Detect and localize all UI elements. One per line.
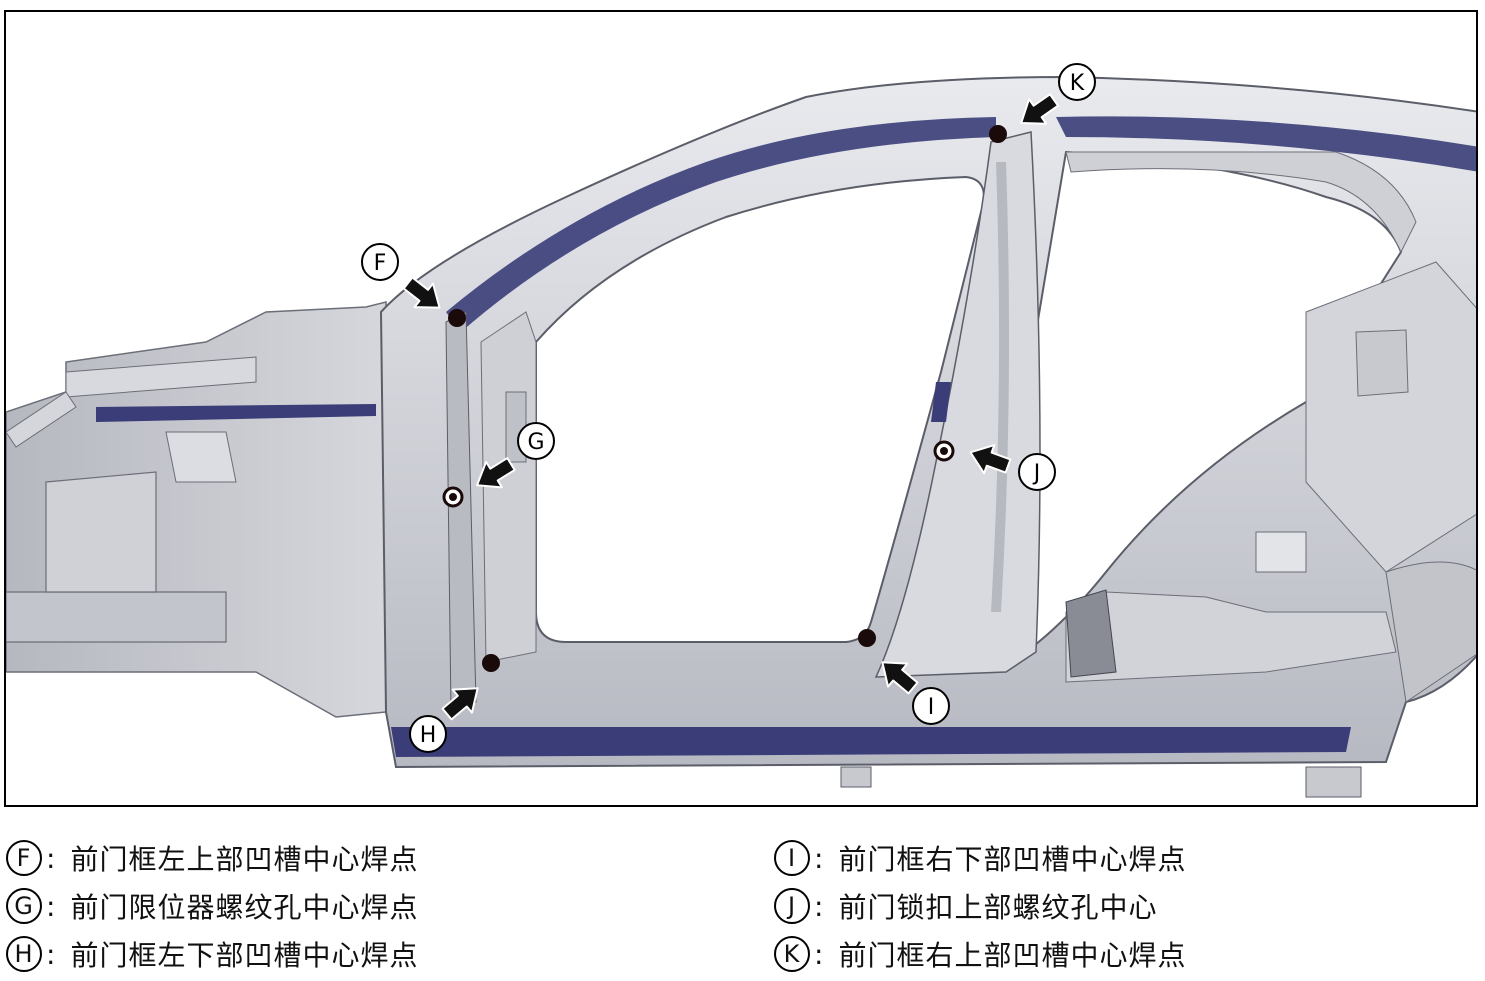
callout-g: G bbox=[517, 422, 555, 460]
arrow-icon bbox=[969, 444, 1012, 475]
legend-badge: F bbox=[6, 840, 42, 876]
weld-point-markers bbox=[442, 125, 1007, 672]
legend-text: 前门框左下部凹槽中心焊点 bbox=[70, 939, 419, 972]
svg-text:K: K bbox=[1070, 71, 1085, 96]
legend-item-i: I : 前门框右下部凹槽中心焊点 bbox=[774, 836, 1186, 880]
legend-badge: I bbox=[774, 840, 810, 876]
callout-f: F bbox=[361, 243, 399, 281]
legend-item-j: J : 前门锁扣上部螺纹孔中心 bbox=[774, 884, 1157, 928]
legend-item-k: K : 前门框右上部凹槽中心焊点 bbox=[774, 932, 1186, 976]
legend-separator: : bbox=[814, 889, 825, 923]
arrow-icon bbox=[441, 687, 479, 721]
weld-point-k bbox=[989, 125, 1007, 143]
weld-point-f bbox=[448, 309, 466, 327]
legend-separator: : bbox=[46, 841, 57, 875]
legend-text: 前门锁扣上部螺纹孔中心 bbox=[838, 891, 1158, 924]
callout-h: H bbox=[409, 715, 447, 753]
callout-i: I bbox=[912, 687, 950, 725]
front-structure bbox=[6, 301, 432, 718]
callout-labels: F G H I J K bbox=[361, 63, 1096, 753]
legend-separator: : bbox=[814, 937, 825, 971]
legend-text: 前门框右下部凹槽中心焊点 bbox=[838, 843, 1187, 876]
rear-inner-structure bbox=[1065, 261, 1476, 703]
svg-text:I: I bbox=[928, 695, 935, 720]
svg-text:H: H bbox=[420, 723, 437, 748]
arrow-icon bbox=[402, 276, 441, 309]
weld-point-g-core bbox=[449, 493, 457, 501]
legend-separator: : bbox=[46, 889, 57, 923]
weld-point-i bbox=[858, 629, 876, 647]
weld-point-h bbox=[482, 654, 500, 672]
legend-badge: K bbox=[774, 936, 810, 972]
arrow-icon bbox=[476, 457, 516, 489]
callout-k: K bbox=[1058, 63, 1096, 101]
body-side-diagram: F G H I J K bbox=[4, 10, 1478, 807]
svg-text:J: J bbox=[1032, 461, 1041, 486]
legend-text: 前门限位器螺纹孔中心焊点 bbox=[70, 891, 419, 924]
legend-badge: H bbox=[6, 936, 42, 972]
legend: F : 前门框左上部凹槽中心焊点 G : 前门限位器螺纹孔中心焊点 H : 前门… bbox=[0, 830, 1485, 981]
pointer-arrows bbox=[402, 93, 1060, 721]
arrow-icon bbox=[1020, 93, 1060, 125]
legend-separator: : bbox=[46, 937, 57, 971]
legend-item-f: F : 前门框左上部凹槽中心焊点 bbox=[6, 836, 418, 880]
legend-badge: J bbox=[774, 888, 810, 924]
legend-item-h: H : 前门框左下部凹槽中心焊点 bbox=[6, 932, 418, 976]
weld-point-j-core bbox=[940, 447, 948, 455]
legend-separator: : bbox=[814, 841, 825, 875]
legend-text: 前门框左上部凹槽中心焊点 bbox=[70, 843, 419, 876]
svg-text:G: G bbox=[527, 430, 544, 455]
legend-text: 前门框右上部凹槽中心焊点 bbox=[838, 939, 1187, 972]
callout-j: J bbox=[1018, 453, 1056, 491]
car-body-side-illustration: F G H I J K bbox=[6, 63, 1476, 798]
svg-text:F: F bbox=[374, 251, 387, 276]
legend-item-g: G : 前门限位器螺纹孔中心焊点 bbox=[6, 884, 418, 928]
arrow-icon bbox=[881, 661, 919, 695]
legend-badge: G bbox=[6, 888, 42, 924]
